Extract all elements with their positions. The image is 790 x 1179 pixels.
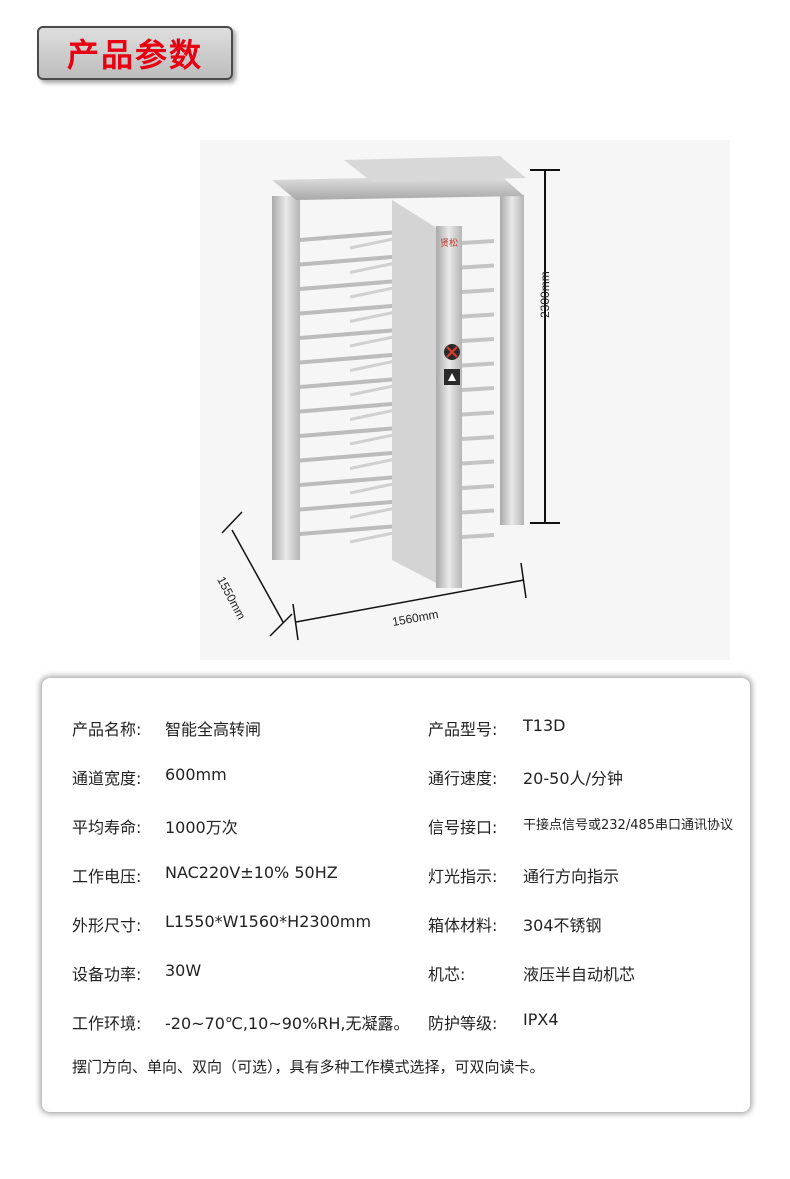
spec-label: 机芯: — [428, 965, 466, 984]
spec-label: 设备功率: — [72, 965, 142, 984]
front-panel-side — [392, 200, 440, 585]
spec-value: NAC220V±10% 50HZ — [165, 863, 338, 882]
spec-value: 通行方向指示 — [523, 867, 620, 886]
spec-value: 20-50人/分钟 — [523, 769, 623, 788]
spec-card: 产品名称: 智能全高转闸通道宽度: 600mm 平均寿命: 1000万次工作电压: NAC… — [42, 678, 750, 1112]
spec-value: 30W — [165, 961, 202, 980]
spec-row: 信号接口: 干接点信号或232/485串口通讯协议 — [428, 814, 733, 838]
turnstile-illustration: 贤松 — [221, 156, 560, 641]
spec-label: 工作电压: — [72, 867, 142, 886]
spec-row: 灯光指示: 通行方向指示 — [428, 863, 619, 887]
spec-row: 外形尺寸: L1550*W1560*H2300mm — [72, 912, 371, 936]
spec-note: 摆门方向、单向、双向（可选），具有多种工作模式选择，可双向读卡。 — [72, 1058, 545, 1076]
spec-row: 设备功率: 30W — [72, 961, 201, 985]
front-post — [436, 226, 462, 588]
spec-label: 通道宽度: — [72, 769, 142, 788]
card-reader-symbol-icon — [448, 373, 456, 381]
spec-value: L1550*W1560*H2300mm — [165, 912, 372, 931]
spec-label: 通行速度: — [428, 769, 498, 788]
spec-value: 1000万次 — [165, 818, 238, 837]
spec-value: 液压半自动机芯 — [523, 965, 636, 984]
spec-row: 工作电压: NAC220V±10% 50HZ — [72, 863, 338, 887]
spec-row: 机芯: 液压半自动机芯 — [428, 961, 635, 985]
cross-beam — [344, 156, 526, 182]
spec-row: 平均寿命: 1000万次 — [72, 814, 238, 838]
spec-row: 箱体材料: 304不锈钢 — [428, 912, 602, 936]
spec-value: 600mm — [165, 765, 227, 784]
depth-dimension-line — [231, 529, 284, 623]
width-dimension-line — [295, 579, 525, 623]
spec-label: 产品名称: — [72, 720, 142, 739]
spec-value: IPX4 — [523, 1010, 559, 1029]
spec-row: 产品名称: 智能全高转闸 — [72, 716, 261, 740]
section-title-badge: 产品参数 — [37, 26, 233, 80]
brand-logo: 贤松 — [440, 237, 458, 249]
spec-label: 平均寿命: — [72, 818, 142, 837]
spec-value: -20~70℃,10~90%RH,无凝露。 — [165, 1014, 410, 1033]
spec-row: 防护等级: IPX4 — [428, 1010, 559, 1034]
section-title: 产品参数 — [66, 36, 203, 74]
spec-label: 产品型号: — [428, 720, 498, 739]
spec-label: 工作环境: — [72, 1014, 142, 1033]
spec-row: 通道宽度: 600mm — [72, 765, 227, 789]
spec-label: 信号接口: — [428, 818, 498, 837]
spec-value: T13D — [523, 716, 566, 735]
spec-row: 产品型号: T13D — [428, 716, 565, 740]
spec-row: 工作环境: -20~70℃,10~90%RH,无凝露。 — [72, 1010, 410, 1034]
rotor-bars — [299, 230, 495, 544]
cross-mark-icon — [446, 346, 458, 358]
top-beam — [272, 175, 524, 200]
spec-row: 通行速度: 20-50人/分钟 — [428, 765, 623, 789]
spec-value: 智能全高转闸 — [165, 720, 262, 739]
spec-label: 灯光指示: — [428, 867, 498, 886]
right-post — [500, 195, 524, 525]
spec-label: 外形尺寸: — [72, 916, 142, 935]
height-dimension-label: 2300mm — [538, 271, 552, 318]
spec-value: 干接点信号或232/485串口通讯协议 — [523, 818, 734, 833]
left-post — [272, 196, 300, 560]
spec-label: 防护等级: — [428, 1014, 498, 1033]
spec-label: 箱体材料: — [428, 916, 498, 935]
spec-value: 304不锈钢 — [523, 916, 602, 935]
